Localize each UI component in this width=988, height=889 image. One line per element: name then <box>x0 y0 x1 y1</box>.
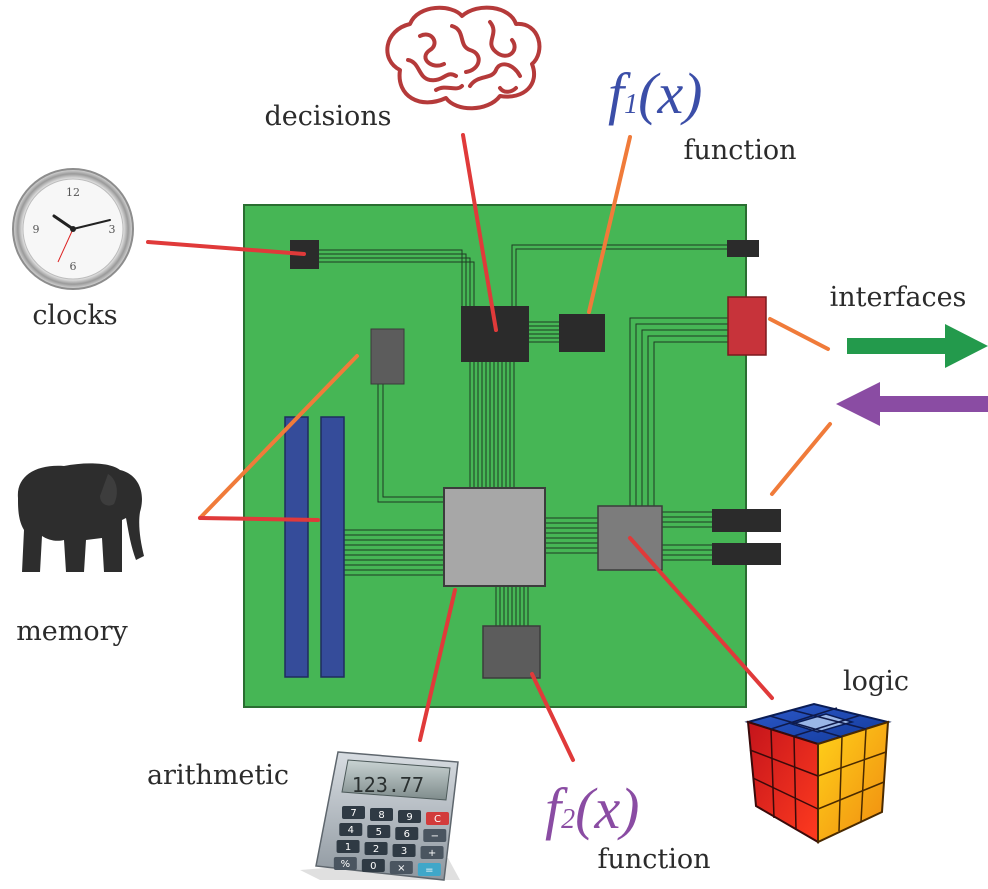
cpu-chip <box>443 487 546 587</box>
elephant-icon <box>17 463 145 572</box>
calculator-key-label: 0 <box>370 861 376 872</box>
clock-numeral-3: 3 <box>109 223 116 236</box>
calculator-key-label: % <box>341 859 351 870</box>
calculator-key <box>395 827 419 840</box>
calculator-key-label: C <box>434 814 441 825</box>
brain-icon <box>385 5 542 111</box>
calculator-key <box>370 808 393 821</box>
decisions-label: decisions <box>264 101 391 132</box>
memory-stick-2 <box>320 416 345 678</box>
calculator-key <box>339 823 363 836</box>
f2-argument: (x) <box>575 776 639 841</box>
calculator-key-label: 6 <box>404 829 410 840</box>
memory-stick-1 <box>284 416 309 678</box>
calculator-key-label: − <box>431 831 439 842</box>
f2-chip <box>482 625 541 679</box>
f1-formula: f1(x) <box>608 61 703 126</box>
calculator-key <box>426 812 449 825</box>
arrow-in-icon <box>836 382 988 426</box>
calculator-key <box>336 840 360 853</box>
function-label-bottom: function <box>597 844 710 875</box>
calculator-key-label: 4 <box>348 825 354 836</box>
interfaces-label: interfaces <box>830 282 967 313</box>
calculator-key <box>423 829 447 842</box>
f1-chip <box>559 314 605 352</box>
f2-subscript: 2 <box>561 804 575 835</box>
f1-subscript: 1 <box>624 89 638 120</box>
clock-numeral-6: 6 <box>70 260 77 273</box>
calculator-icon: 123.77 7 8 9 C 4 5 6 − 1 2 3 +% 0 × = <box>300 751 460 881</box>
calculator-keypad: 7 8 9 C 4 5 6 − 1 2 3 +% 0 × = <box>333 806 449 876</box>
calculator-key <box>398 810 421 823</box>
calculator-display: 123.77 <box>352 773 424 797</box>
pointer-lines <box>146 133 832 762</box>
calculator-key-label: 7 <box>350 808 356 819</box>
calculator-key-label: 8 <box>378 810 384 821</box>
calculator-key <box>420 846 444 859</box>
circuit-traces <box>318 244 728 626</box>
clock-icon: 12 3 6 9 <box>12 168 134 290</box>
small-top-right-chip <box>727 240 759 257</box>
logic-label: logic <box>843 666 909 697</box>
small-gray-chip <box>370 328 405 385</box>
calculator-key <box>342 806 365 819</box>
calculator-key-label: 2 <box>373 844 379 855</box>
calculator-key <box>333 857 357 870</box>
calculator-key <box>367 825 391 838</box>
io-connector-2 <box>712 543 781 565</box>
calculator-key-label: 9 <box>406 812 412 823</box>
memory-label: memory <box>16 616 128 647</box>
calculator-key <box>361 859 385 872</box>
clocks-label: clocks <box>32 300 117 331</box>
f2-formula: f2(x) <box>545 776 640 841</box>
f1-argument: (x) <box>638 61 702 126</box>
calculator-key-label: + <box>428 848 436 859</box>
io-connector-1 <box>712 509 781 532</box>
calculator-key-label: × <box>397 863 405 874</box>
calculator-key <box>417 863 441 876</box>
clock-numeral-12: 12 <box>66 186 80 199</box>
calculator-key-label: 1 <box>345 842 351 853</box>
calculator-key-label: = <box>425 865 433 876</box>
arithmetic-label: arithmetic <box>147 760 289 791</box>
clock-numeral-9: 9 <box>33 223 40 236</box>
arrow-out-icon <box>847 324 988 368</box>
calculator-key-label: 5 <box>376 827 382 838</box>
calculator-key <box>389 861 413 874</box>
calculator-key <box>392 844 416 857</box>
rubiks-cube-icon <box>744 702 892 844</box>
calculator-key <box>364 842 388 855</box>
interface-chip <box>727 296 767 356</box>
function-label-top: function <box>683 135 796 166</box>
calculator-key-label: 3 <box>401 846 407 857</box>
